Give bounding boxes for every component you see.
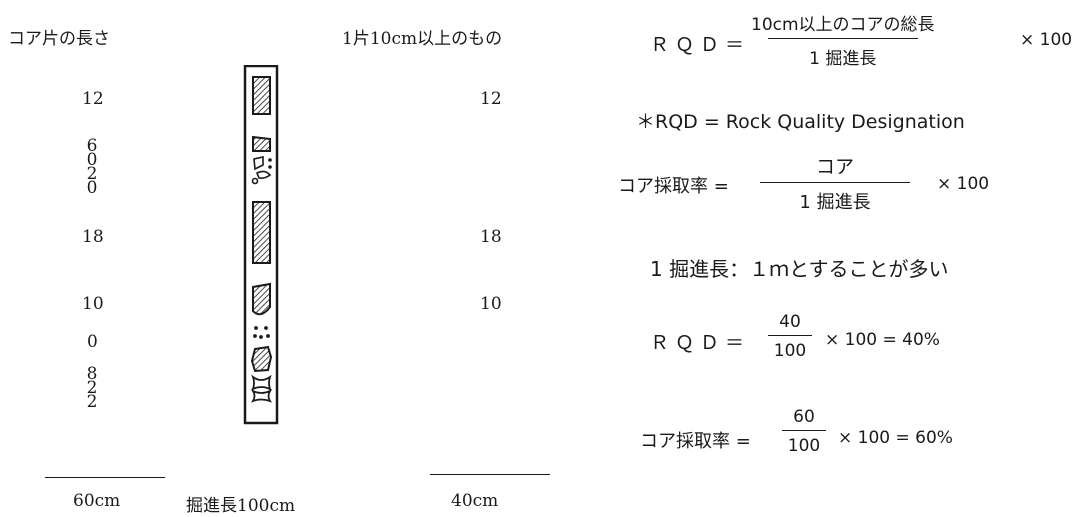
length-row-4: 10 (82, 294, 104, 314)
example-recovery-fraction: 60 100 (782, 407, 826, 456)
length-value: 0 (86, 178, 98, 198)
length-group-2: 6 0 2 0 (82, 136, 102, 198)
core-piece-2cm (250, 388, 273, 403)
core-piece-12cm (252, 76, 271, 115)
rqd-definition-note: ＊RQD = Rock Quality Designation (636, 111, 965, 133)
example-recovery-label: コア採取率 = (640, 431, 751, 452)
header-over-10cm: 1片10cm以上のもの (342, 29, 503, 49)
core-piece-10cm (252, 282, 271, 316)
core-piece-18cm (252, 201, 271, 264)
recovery-fraction: コア 1 掘進長 (760, 152, 910, 214)
length-value: 0 (86, 150, 98, 170)
core-fragment (268, 165, 272, 169)
core-fragment (254, 326, 258, 330)
length-row-5: 0 (87, 332, 98, 352)
recovery-times-100: × 100 (937, 174, 990, 194)
core-fragment (268, 158, 272, 162)
length-group-6: 8 2 2 (82, 364, 102, 412)
length-value: 8 (86, 364, 98, 384)
core-fragment (266, 334, 270, 338)
advance-length-label: 掘進長100cm (186, 496, 296, 516)
rqd-denominator: 1 掘進長 (767, 38, 918, 69)
core-column-illustration (243, 65, 279, 425)
advance-length-note: 1 掘進長：１ｍとすることが多い (650, 257, 949, 281)
total-rule (45, 477, 165, 478)
core-piece-6cm (252, 135, 271, 152)
over10-total-label: 40cm (451, 491, 499, 511)
core-fragment (253, 156, 264, 171)
header-core-length: コア片の長さ (8, 29, 110, 49)
example-rqd-numerator: 40 (779, 312, 801, 332)
example-recovery-denominator: 100 (782, 430, 826, 456)
length-value: 2 (86, 378, 98, 398)
over10-rule (430, 474, 550, 475)
rqd-times-100: × 100 (1020, 30, 1073, 50)
core-piece-8cm (250, 345, 273, 373)
length-value: 2 (86, 164, 98, 184)
core-column-frame (243, 65, 279, 425)
total-length-label: 60cm (73, 491, 121, 511)
rqd-fraction: 10cm以上のコアの総長 1 掘進長 (747, 10, 939, 69)
core-fragment (255, 170, 272, 179)
example-rqd-fraction: 40 100 (768, 312, 812, 361)
core-fragment (253, 334, 257, 338)
example-recovery-numerator: 60 (793, 407, 815, 427)
rqd-formula-label: ＲＱＤ＝ (650, 34, 751, 56)
rqd-numerator: 10cm以上のコアの総長 (751, 15, 935, 35)
recovery-numerator: コア (815, 156, 854, 178)
recovery-denominator: 1 掘進長 (760, 182, 910, 214)
length-value: 6 (86, 136, 98, 156)
core-fragment (259, 335, 263, 339)
recovery-formula-label: コア採取率 = (618, 176, 729, 197)
example-rqd-denominator: 100 (768, 335, 812, 361)
over10-value-1: 12 (480, 89, 502, 109)
length-row-3: 18 (82, 227, 104, 247)
length-value: 2 (86, 392, 98, 412)
core-fragment (264, 326, 268, 330)
core-piece-2cm (251, 374, 272, 391)
over10-value-3: 10 (480, 294, 502, 314)
core-fragment (251, 177, 259, 185)
over10-value-2: 18 (480, 227, 502, 247)
example-rqd-result: × 100 = 40% (825, 330, 940, 350)
example-rqd-label: ＲＱＤ＝ (650, 332, 751, 354)
length-row-1: 12 (82, 89, 104, 109)
example-recovery-result: × 100 = 60% (838, 428, 953, 448)
